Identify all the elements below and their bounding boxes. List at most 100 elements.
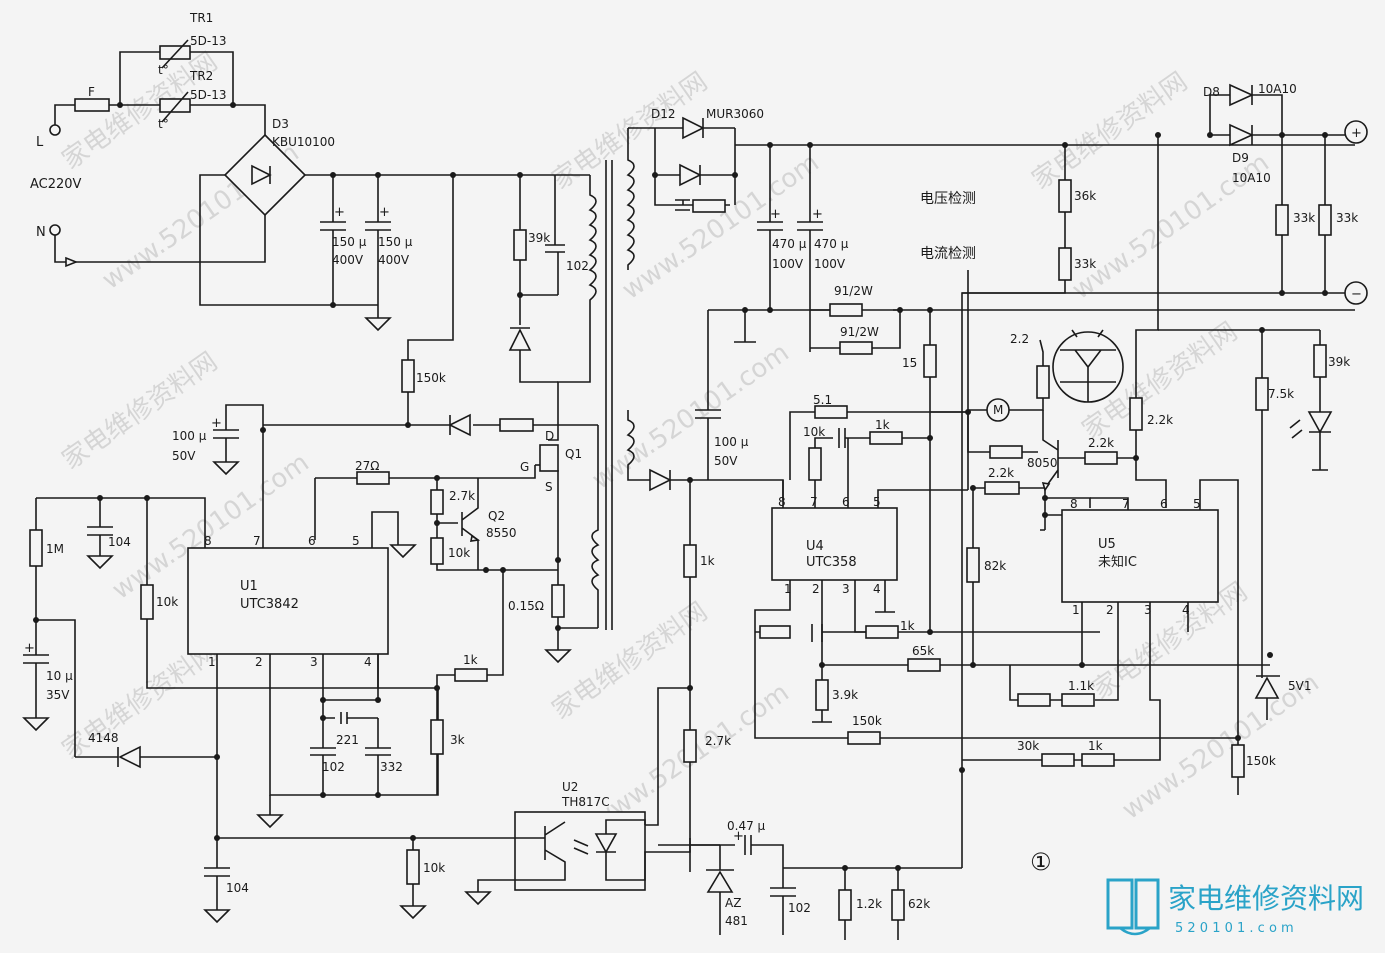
out-pos-label: + <box>1351 126 1362 141</box>
rsense-label: 0.15Ω <box>508 599 544 613</box>
snubber-diode <box>508 328 532 351</box>
u5-pin: 8 <box>1070 497 1078 511</box>
watermark-url: www.520101.com <box>587 338 795 496</box>
u5-part: 未知IC <box>1098 554 1137 570</box>
u1-pin: 7 <box>253 534 261 548</box>
r82k-label: 82k <box>984 559 1006 573</box>
resistor-65k <box>907 658 941 672</box>
r30k-label: 30k <box>1017 739 1039 753</box>
r91a-label: 91/2W <box>834 284 873 298</box>
tr1-value: 5D-13 <box>190 34 226 48</box>
resistor-u4-feedback <box>759 625 791 639</box>
zener-5v1 <box>1254 676 1280 699</box>
reference-az431 <box>706 870 734 893</box>
diode-aux-secondary <box>649 468 672 492</box>
resistor-150k-r <box>1231 744 1245 778</box>
resistor-3k9 <box>815 679 829 711</box>
u1-ref: U1 <box>240 579 258 594</box>
tr2-value: 5D-13 <box>190 88 226 102</box>
c221-label: 221 <box>336 733 359 747</box>
resistor-2k7 <box>430 489 444 515</box>
u1-pin: 4 <box>364 655 372 669</box>
d8-ref: D8 <box>1203 85 1220 99</box>
q2-ref: Q2 <box>488 509 505 523</box>
u1-pin: 1 <box>208 655 216 669</box>
c100u-s-voltage: 50V <box>714 454 738 468</box>
c047-label: 0.47 μ <box>727 819 766 833</box>
diode-d12b <box>679 163 702 187</box>
diode-d8 <box>1229 83 1254 107</box>
u4-pin: 7 <box>810 495 818 509</box>
c100u-s-value: 100 μ <box>714 435 749 449</box>
terminal-n-label: N <box>36 225 46 240</box>
r62k-label: 62k <box>908 897 930 911</box>
resistor-2-2 <box>1036 365 1050 399</box>
ground-symbol <box>212 461 240 476</box>
resistor-10k-bot <box>406 849 420 885</box>
u4-pin: 5 <box>873 495 881 509</box>
q1-pin-d: D <box>545 429 554 443</box>
watermark-url: www.520101.com <box>617 148 825 306</box>
resistor-10k-q2 <box>430 537 444 565</box>
power-led <box>1307 411 1333 434</box>
ground-symbol <box>86 555 114 570</box>
r1k-fb-label: 1k <box>700 554 715 568</box>
u4-pin: 4 <box>873 582 881 596</box>
terminal-l-label: L <box>36 135 44 150</box>
q1-pin-g: G <box>520 460 529 474</box>
r33k-a-label: 33k <box>1293 211 1315 225</box>
transformer-secondary <box>626 128 635 270</box>
ac-input-section: L N AC220V F TR1 5D-13 t° TR2 5D-13 t° D… <box>30 11 520 332</box>
current-detect-label: 电流检测 <box>920 246 976 262</box>
ground-symbol <box>364 317 392 332</box>
watermark-text: 家电维修资料网 <box>547 597 713 726</box>
plus-sign: + <box>24 641 35 656</box>
r10k-left-label: 10k <box>156 595 178 609</box>
q2-type: 8550 <box>486 526 517 540</box>
resistor-snubber-secondary <box>692 199 726 213</box>
resistor-2k7-fb <box>683 729 697 763</box>
resistor-39k-led <box>1313 344 1327 378</box>
secondary-section: D12 MUR3060 + 470 μ 100V + 470 μ 100V 电压… <box>626 82 1368 940</box>
ac-input-label: AC220V <box>30 177 82 192</box>
resistor-1k-fb <box>683 544 697 578</box>
thermistor-tr2 <box>159 98 191 113</box>
c104-bot-label: 104 <box>226 881 249 895</box>
u4-pin: 1 <box>784 582 792 596</box>
resistor-aux <box>499 418 534 432</box>
c332-label: 332 <box>380 760 403 774</box>
out-neg-label: − <box>1351 287 1362 302</box>
ground-symbol <box>203 909 231 924</box>
resistor-5-1 <box>814 405 848 419</box>
terminal-l <box>49 124 61 136</box>
ic-u4-utc358 <box>771 507 898 581</box>
resistor-150k <box>401 359 415 393</box>
plus-sign: + <box>211 416 222 431</box>
resistor-10k-left <box>140 584 154 620</box>
resistor-0-15-ohm <box>551 584 565 618</box>
diode-d9 <box>1229 123 1254 147</box>
brand-logo: 家电维修资料网 5 2 0 1 0 1 . c o m <box>1106 878 1364 936</box>
r39k-led-label: 39k <box>1328 355 1350 369</box>
resistor-1k2 <box>838 889 852 921</box>
diode-4148 <box>118 745 141 769</box>
plus-sign: + <box>733 829 744 844</box>
c10u-value: 10 μ <box>46 669 73 683</box>
r7k5-label: 7.5k <box>1268 387 1294 401</box>
plus-sign: + <box>379 205 390 220</box>
voltage-detect-label: 电压检测 <box>920 191 976 207</box>
d9-ref: D9 <box>1232 151 1249 165</box>
q1-pin-s: S <box>545 480 553 494</box>
r15-label: 15 <box>902 356 917 370</box>
ic-u5-unknown <box>1061 509 1219 603</box>
r33k-b-label: 33k <box>1336 211 1358 225</box>
r150k-r-label: 150k <box>1246 754 1276 768</box>
r1k-u4-label: 1k <box>875 418 890 432</box>
resistor-1k1 <box>1061 693 1095 707</box>
ic-u1-utc3842 <box>187 547 389 655</box>
u4-pin: 2 <box>812 582 820 596</box>
resistor-1m <box>29 529 43 567</box>
brand-logo-name: 家电维修资料网 <box>1168 882 1364 915</box>
watermark-text: 家电维修资料网 <box>1027 67 1193 196</box>
r2k2b-label: 2.2k <box>988 466 1014 480</box>
